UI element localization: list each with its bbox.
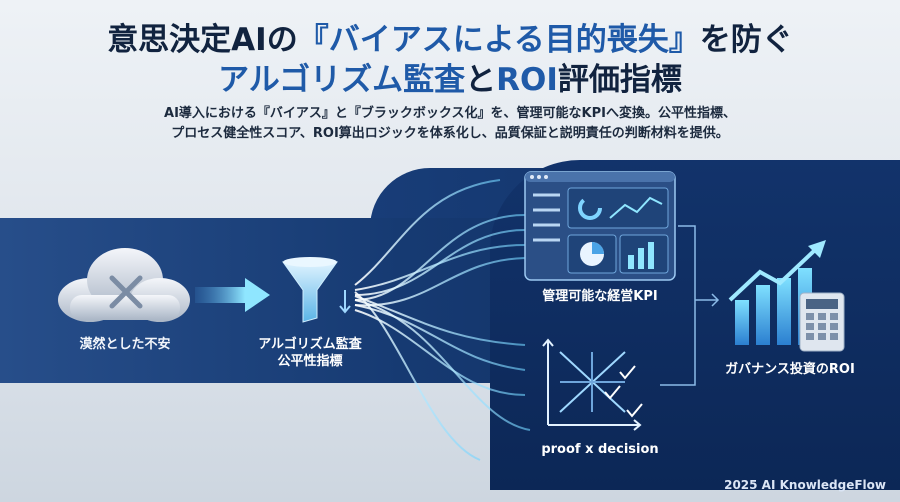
title-line-2: アルゴリズム監査とROI評価指標 — [0, 60, 900, 100]
title2-highlight: アルゴリズム監査 — [218, 62, 466, 98]
title-suffix: を防ぐ — [699, 22, 793, 58]
title2-suffix: 評価指標 — [557, 62, 682, 98]
subtitle-line-1: AI導入における『バイアス』と『ブラックボックス化』を、管理可能なKPIへ変換。… — [164, 106, 736, 121]
label-proof-decision: proof x decision — [541, 442, 659, 457]
title-prefix: 意思決定AIの — [107, 22, 298, 58]
title2-mid: と — [465, 62, 497, 98]
label-audit-line-1: アルゴリズム監査 — [258, 337, 362, 352]
title2-highlight2: ROI — [496, 62, 558, 98]
dashboard-icon — [524, 171, 676, 281]
label-audit-line-2: 公平性指標 — [277, 354, 343, 369]
label-algorithm-audit: アルゴリズム監査 公平性指標 — [245, 336, 375, 370]
growth-calculator-icon — [728, 240, 845, 352]
subtitle: AI導入における『バイアス』と『ブラックボックス化』を、管理可能なKPIへ変換。… — [0, 104, 900, 144]
subtitle-line-2: プロセス健全性スコア、ROI算出ロジックを体系化し、品質保証と説明責任の判断材料… — [171, 126, 729, 141]
decision-matrix-icon — [542, 338, 643, 431]
data-streams — [354, 179, 531, 461]
funnel-icon — [282, 257, 351, 323]
title-highlight: 『バイアスによる目的喪失』 — [297, 22, 700, 58]
cloud-x-icon — [58, 248, 190, 322]
connector-lines — [660, 225, 720, 386]
footer-credit: 2025 AI KnowledgeFlow — [724, 478, 886, 492]
page-title: 意思決定AIの『バイアスによる目的喪失』を防ぐ アルゴリズム監査とROI評価指標 — [0, 20, 900, 100]
label-management-kpi: 管理可能な経営KPI — [542, 289, 658, 304]
title-line-1: 意思決定AIの『バイアスによる目的喪失』を防ぐ — [0, 20, 900, 60]
label-governance-roi: ガバナンス投資のROI — [725, 362, 855, 377]
label-vague-anxiety: 漠然とした不安 — [79, 337, 171, 352]
arrow-right-icon — [195, 278, 270, 312]
